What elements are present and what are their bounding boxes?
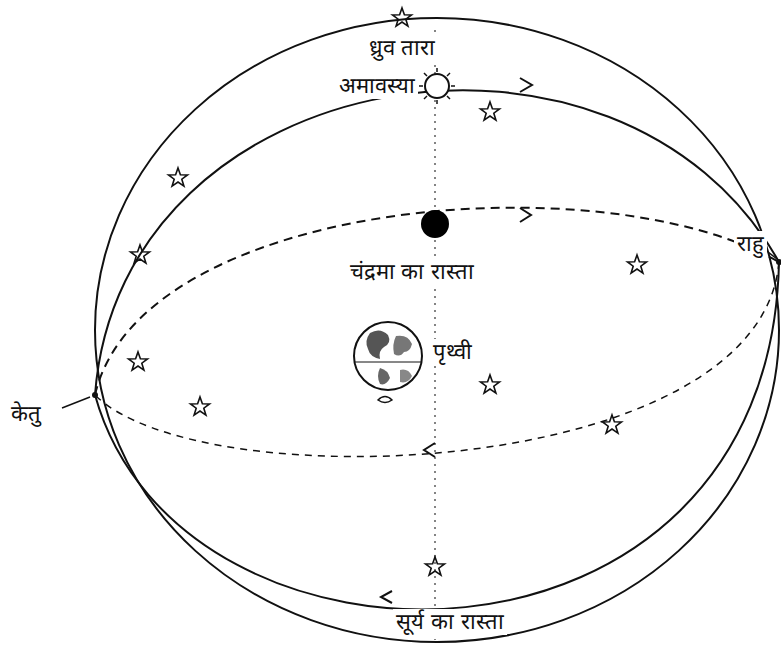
- star-symbol: [481, 375, 500, 393]
- star-symbol: [426, 557, 445, 575]
- direction-arrow: [424, 443, 435, 457]
- celestial-sphere: [95, 18, 779, 642]
- moon-symbol: [421, 210, 449, 238]
- text-label: पृथ्वी: [430, 339, 475, 365]
- star-symbol: [131, 245, 150, 263]
- star-symbol: [191, 397, 210, 415]
- sun-path: [95, 90, 779, 395]
- star-symbol: [628, 255, 647, 273]
- text-label: चंद्रमा का रास्ता: [347, 259, 478, 285]
- stars: [129, 8, 647, 575]
- star-symbol: [169, 168, 188, 186]
- text-label: राहु: [734, 231, 767, 257]
- direction-arrow: [381, 591, 392, 603]
- node-point: [92, 392, 98, 398]
- star-symbol: [393, 8, 412, 26]
- text-label: केतु: [8, 401, 44, 427]
- eye-symbol: [378, 397, 392, 403]
- moon-path: [95, 262, 779, 457]
- moon-path: [95, 208, 779, 395]
- star-symbol: [603, 415, 622, 433]
- sun-path: [95, 262, 779, 609]
- star-symbol: [481, 102, 500, 120]
- text-label: सूर्य का रास्ता: [393, 609, 507, 635]
- direction-arrow: [520, 208, 531, 222]
- text-label: अमावस्या: [336, 73, 418, 99]
- leader-line: [768, 252, 777, 259]
- text-label: ध्रुव तारा: [366, 35, 439, 61]
- direction-arrow: [520, 78, 532, 92]
- sun-symbol: [419, 68, 455, 104]
- leader-line: [62, 397, 90, 408]
- earth-symbol: [354, 322, 422, 390]
- axis-line: [434, 30, 435, 640]
- node-point: [776, 259, 781, 265]
- star-symbol: [129, 352, 148, 370]
